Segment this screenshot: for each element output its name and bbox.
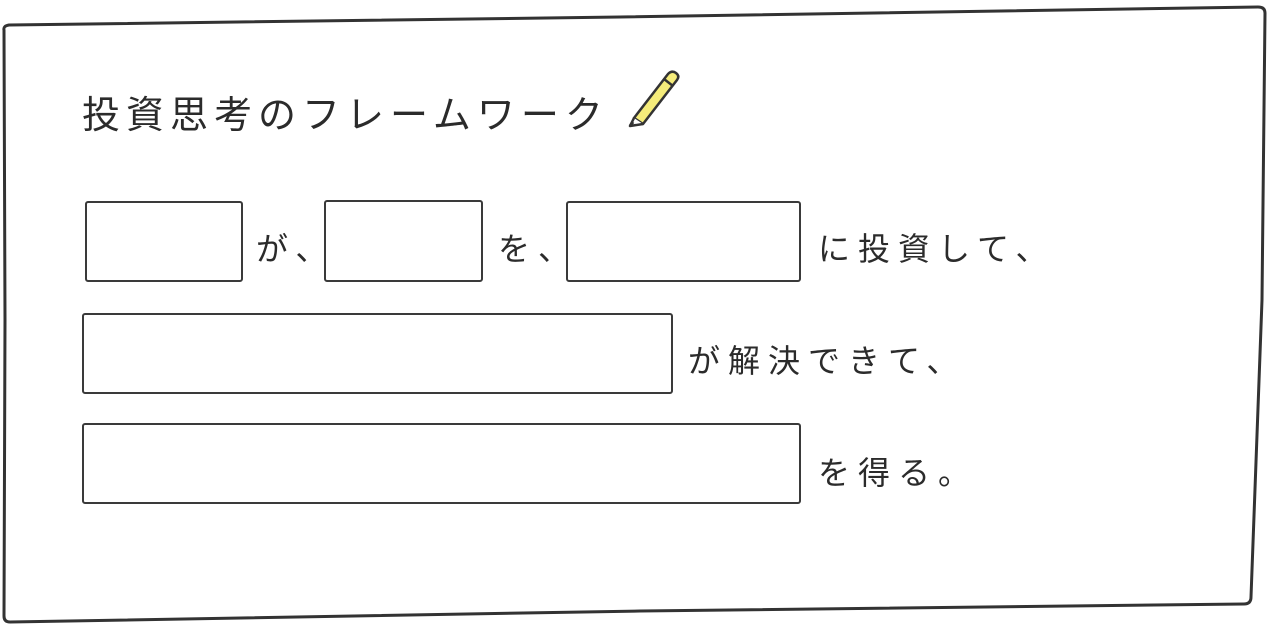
blank-input-1[interactable] xyxy=(85,201,243,282)
connector-ni-toushi-shite: に投資して、 xyxy=(818,230,1056,268)
connector-ga-kaiketsu-dekite: が解決できて、 xyxy=(688,342,967,380)
connector-wo: を、 xyxy=(498,230,579,268)
page-title: 投資思考のフレームワーク xyxy=(82,93,609,137)
pencil-icon xyxy=(628,70,680,128)
connector-wo-eru: を得る。 xyxy=(818,454,979,492)
blank-input-5[interactable] xyxy=(82,423,801,504)
blank-input-3[interactable] xyxy=(566,201,801,282)
blank-input-4[interactable] xyxy=(82,313,673,394)
blank-input-2[interactable] xyxy=(324,200,483,282)
connector-ga: が、 xyxy=(256,230,336,268)
